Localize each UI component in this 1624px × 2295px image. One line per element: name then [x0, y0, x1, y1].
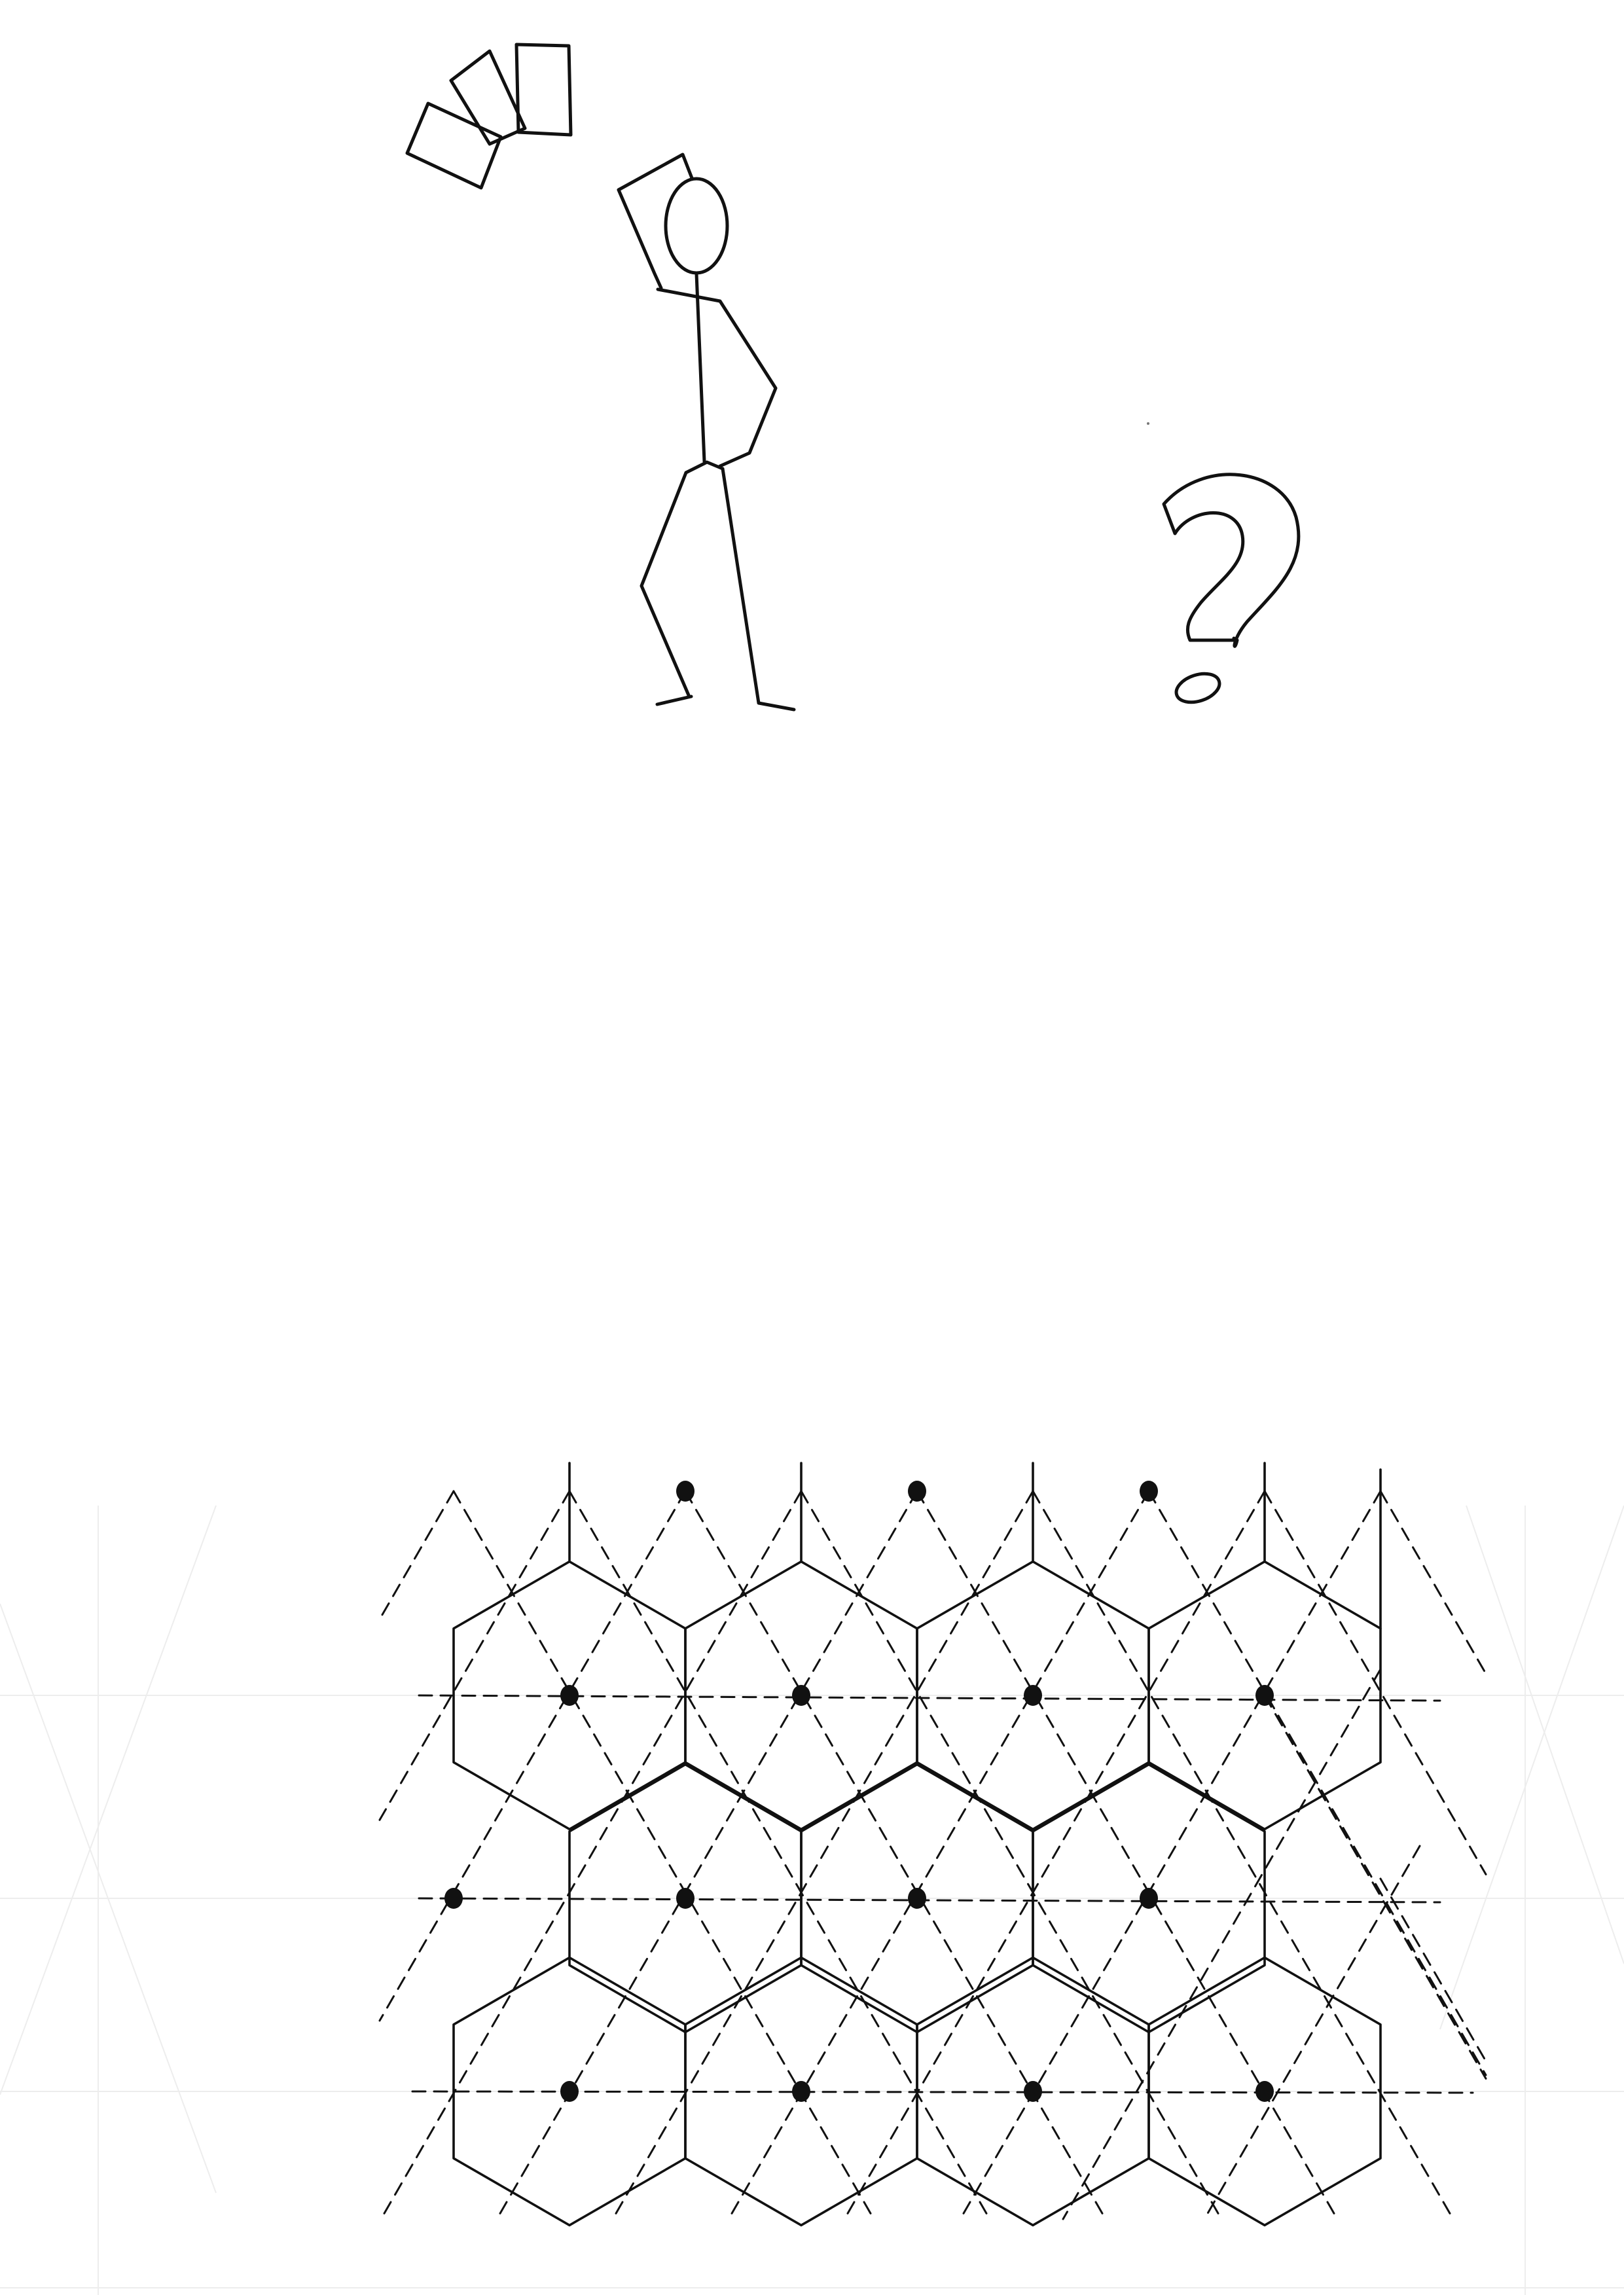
- lattice-point: [1140, 1481, 1158, 1502]
- lattice-point: [1024, 1685, 1042, 1706]
- question-mark-dot: [1174, 672, 1221, 704]
- figure-torso: [695, 272, 706, 463]
- question-mark-icon: [1162, 473, 1301, 704]
- stick-figure-icon: [617, 153, 796, 712]
- lattice-point: [792, 2081, 810, 2102]
- lattice-point: [1140, 1888, 1158, 1909]
- lattice-point: [444, 1888, 463, 1909]
- lattice-points: [444, 1481, 1274, 2102]
- lattice-point: [1255, 2081, 1274, 2102]
- lattice-point: [1024, 2081, 1042, 2102]
- illustration: [405, 43, 1301, 712]
- question-mark-hook: [1162, 473, 1301, 648]
- hexagon-cell: [1147, 1956, 1382, 2227]
- paper-sheet-right: [514, 43, 573, 137]
- dashed-horizontal: [418, 1897, 1441, 1904]
- dashed-diagonal: [1147, 1490, 1487, 2076]
- lattice-point: [792, 1685, 810, 1706]
- dashed-diagonal: [1203, 1845, 1421, 2220]
- lattice-point: [560, 2081, 579, 2102]
- dashed-diagonal: [378, 1490, 687, 2022]
- dashed-diagonal: [843, 1490, 1266, 2220]
- dashed-diagonal: [611, 1490, 1034, 2220]
- dashed-diagonal: [727, 1490, 1150, 2220]
- papers-icon: [405, 43, 573, 190]
- paper-sheet-left: [405, 101, 503, 190]
- lattice-point: [676, 1481, 695, 1502]
- dashed-diagonal: [1263, 1490, 1487, 1875]
- dashed-diagonal: [1379, 1877, 1487, 2063]
- dashed-diagonal: [800, 1490, 1223, 2220]
- dashed-diagonal: [1263, 1694, 1487, 2080]
- figure-hip-arm: [656, 287, 778, 468]
- dashed-diagonal: [496, 1490, 918, 2220]
- figure-raised-arm: [617, 153, 694, 290]
- lattice-point: [908, 1888, 926, 1909]
- dashed-diagonal: [380, 1490, 803, 2220]
- figure-left-foot: [655, 695, 693, 706]
- figure-right-leg: [721, 467, 761, 705]
- dashed-diagonal: [684, 1490, 1107, 2220]
- dashed-diagonal: [1379, 1490, 1487, 1675]
- dashed-diagonal: [568, 1490, 991, 2220]
- lattice-point: [908, 1481, 926, 1502]
- dashed-diagonal: [1032, 1490, 1454, 2220]
- lattice-point: [560, 1685, 579, 1706]
- dashed-horizontal: [411, 2090, 1474, 2094]
- figure-hips: [684, 460, 725, 475]
- triangular-lattice-lines: [378, 1490, 1487, 2220]
- dashed-diagonal: [378, 1490, 571, 1821]
- dashed-diagonal: [959, 1490, 1382, 2220]
- lattice-point: [676, 1888, 695, 1909]
- paper-sheet-middle: [449, 49, 527, 146]
- stray-mark: [1147, 422, 1149, 425]
- lattice-point: [1255, 1685, 1274, 1706]
- dashed-diagonal: [378, 1490, 455, 1621]
- faint-background-guides: [0, 1505, 1624, 2295]
- figure-left-leg: [640, 471, 691, 697]
- figure-right-foot: [757, 701, 796, 712]
- dashed-diagonal: [452, 1490, 875, 2220]
- dashed-diagonal: [1062, 1668, 1382, 2220]
- hexagon-edges: [452, 1462, 1382, 2227]
